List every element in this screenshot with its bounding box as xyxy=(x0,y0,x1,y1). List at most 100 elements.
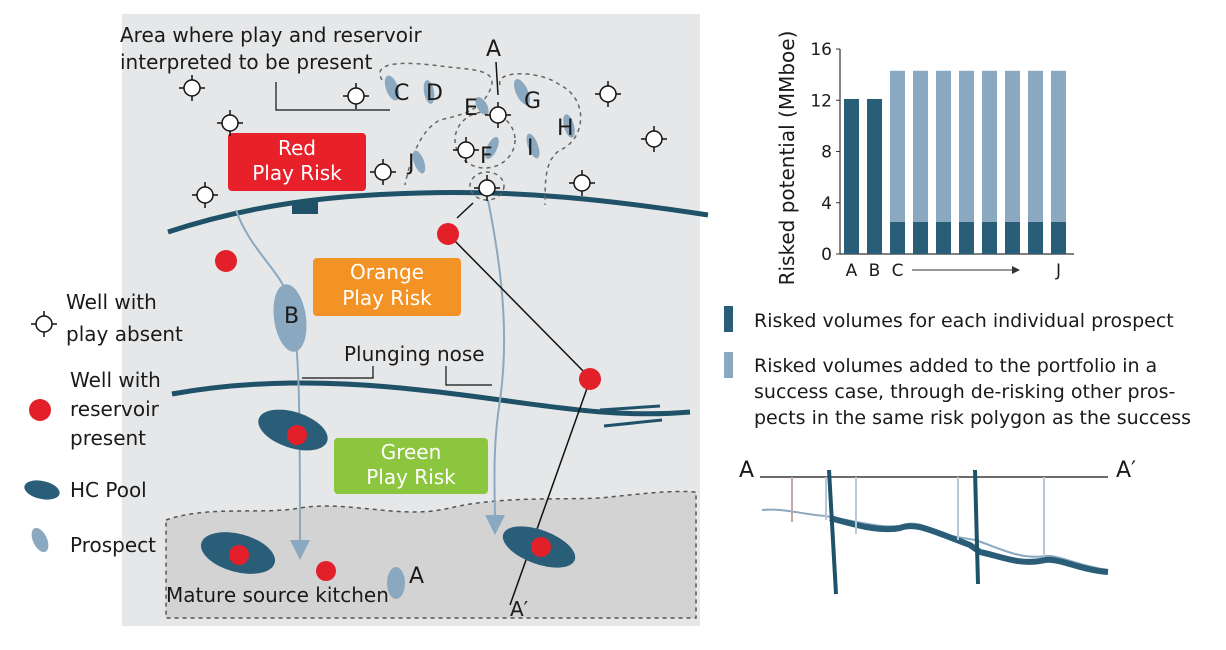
legend-well-present-line2: reservoir xyxy=(70,397,160,421)
bar-a-series-1 xyxy=(844,98,859,254)
legend-hc-pool-icon xyxy=(24,480,60,500)
chart-y-ticks: 0 4 8 12 16 xyxy=(810,40,840,265)
well-reservoir-present xyxy=(229,545,249,565)
red-play-risk-box: Red Play Risk xyxy=(228,133,366,191)
y-tick-label: 0 xyxy=(821,245,832,265)
bar-g-series-2 xyxy=(982,70,997,222)
legend-light-line2: success case, through de-risking other p… xyxy=(754,381,1175,403)
green-risk-line2: Play Risk xyxy=(366,465,456,489)
prospect-i xyxy=(526,133,540,159)
legend-prospect-icon xyxy=(31,527,49,553)
bar-c-series-1 xyxy=(890,221,905,254)
legend-well-present-icon xyxy=(29,399,51,421)
map-section-end-label: A′ xyxy=(510,597,529,621)
x-tick-label: J xyxy=(1055,261,1061,281)
legend-well-absent-icon xyxy=(31,311,57,337)
section-leader xyxy=(456,202,474,219)
migration-path-right xyxy=(484,199,506,535)
bar-h-series-1 xyxy=(1005,221,1020,254)
prospect-label-j: J xyxy=(406,151,415,176)
well-play-absent-icon xyxy=(179,75,205,101)
y-tick-label: 4 xyxy=(821,194,832,214)
y-tick-label: 12 xyxy=(810,91,832,111)
legend-well-absent-line2: play absent xyxy=(66,322,183,346)
section-reservoir xyxy=(829,515,1109,575)
plunging-nose-leader-left xyxy=(302,366,374,379)
cross-section: A A′ xyxy=(739,458,1136,595)
section-fault-1 xyxy=(827,469,838,595)
prospect-label-a-bottom: A xyxy=(409,564,424,589)
section-end-label: A′ xyxy=(1116,458,1136,483)
crosshair-icon xyxy=(31,311,57,337)
chart-legend: Risked volumes for each individual prosp… xyxy=(724,306,1191,429)
well-play-absent-icon xyxy=(217,110,243,136)
bar-j-series-1 xyxy=(1051,221,1066,254)
green-play-risk-box: Green Play Risk xyxy=(334,438,488,494)
wells-play-absent xyxy=(179,75,667,208)
well-reservoir-present xyxy=(316,561,336,581)
fault-marker xyxy=(292,202,318,214)
legend-well-absent-line1: Well with xyxy=(66,290,157,314)
prospect-label-i: I xyxy=(527,136,534,161)
area-label-line1: Area where play and reservoir xyxy=(120,23,423,47)
well-play-absent-icon xyxy=(343,83,369,109)
bar-e-series-2 xyxy=(936,70,951,222)
well-play-absent-icon xyxy=(453,137,479,163)
fault-upper xyxy=(167,189,709,235)
prospect-label-h: H xyxy=(557,116,574,141)
well-reservoir-present xyxy=(437,223,459,245)
area-label-line2: interpreted to be present xyxy=(120,50,373,74)
legend-well-present-line1: Well with xyxy=(70,368,161,392)
well-play-absent-icon xyxy=(474,175,500,201)
legend-prospect-label: Prospect xyxy=(70,533,156,557)
prospect-h xyxy=(563,114,575,138)
section-line-upper xyxy=(447,233,591,379)
kitchen-label: Mature source kitchen xyxy=(166,583,389,607)
x-tick-label: A xyxy=(846,261,858,281)
prospect-c xyxy=(384,75,400,101)
y-tick-label: 8 xyxy=(821,143,832,163)
play-outline-gh xyxy=(499,73,582,206)
well-play-absent-icon xyxy=(641,126,667,152)
prospect-b xyxy=(273,284,307,352)
well-reservoir-present xyxy=(215,250,237,272)
legend-hc-pool-label: HC Pool xyxy=(70,478,147,502)
prospect-d xyxy=(423,80,435,104)
section-line-lower xyxy=(509,379,591,606)
y-tick-label: 16 xyxy=(810,40,832,60)
orange-risk-line1: Orange xyxy=(350,260,424,284)
label-a-leader xyxy=(495,61,499,96)
prospect-label-e: E xyxy=(464,96,478,121)
prospect-label-d: D xyxy=(426,81,443,106)
chart-bars xyxy=(844,70,1066,254)
bar-d-series-2 xyxy=(913,70,928,222)
section-fault-2 xyxy=(973,469,980,585)
prospect-label-b: B xyxy=(284,304,299,329)
bar-d-series-1 xyxy=(913,221,928,254)
bar-i-series-2 xyxy=(1028,70,1043,222)
prospect-f xyxy=(485,136,499,160)
bar-j-series-2 xyxy=(1051,70,1066,222)
orange-play-risk-box: Orange Play Risk xyxy=(313,258,461,316)
legend-dark-label: Risked volumes for each individual prosp… xyxy=(754,310,1174,332)
well-reservoir-present xyxy=(579,368,601,390)
chart-y-axis-label: Risked potential (MMboe) xyxy=(775,31,799,286)
orange-risk-line2: Play Risk xyxy=(342,286,432,310)
x-tick-label: C xyxy=(892,261,904,281)
area-label-leader xyxy=(275,82,390,111)
bar-g-series-1 xyxy=(982,221,997,254)
prospect-label-g: G xyxy=(524,89,541,114)
legend-light-line1: Risked volumes added to the portfolio in… xyxy=(754,355,1157,377)
plunging-nose-label: Plunging nose xyxy=(344,342,485,366)
red-risk-line2: Play Risk xyxy=(252,161,342,185)
x-tick-label: B xyxy=(869,261,881,281)
green-risk-line1: Green xyxy=(381,440,442,464)
legend-dark-swatch xyxy=(724,306,733,332)
well-play-absent-icon xyxy=(192,182,218,208)
fault-slip-arrows xyxy=(599,404,663,428)
prospect-a xyxy=(387,567,405,599)
kitchen-area xyxy=(165,490,697,619)
